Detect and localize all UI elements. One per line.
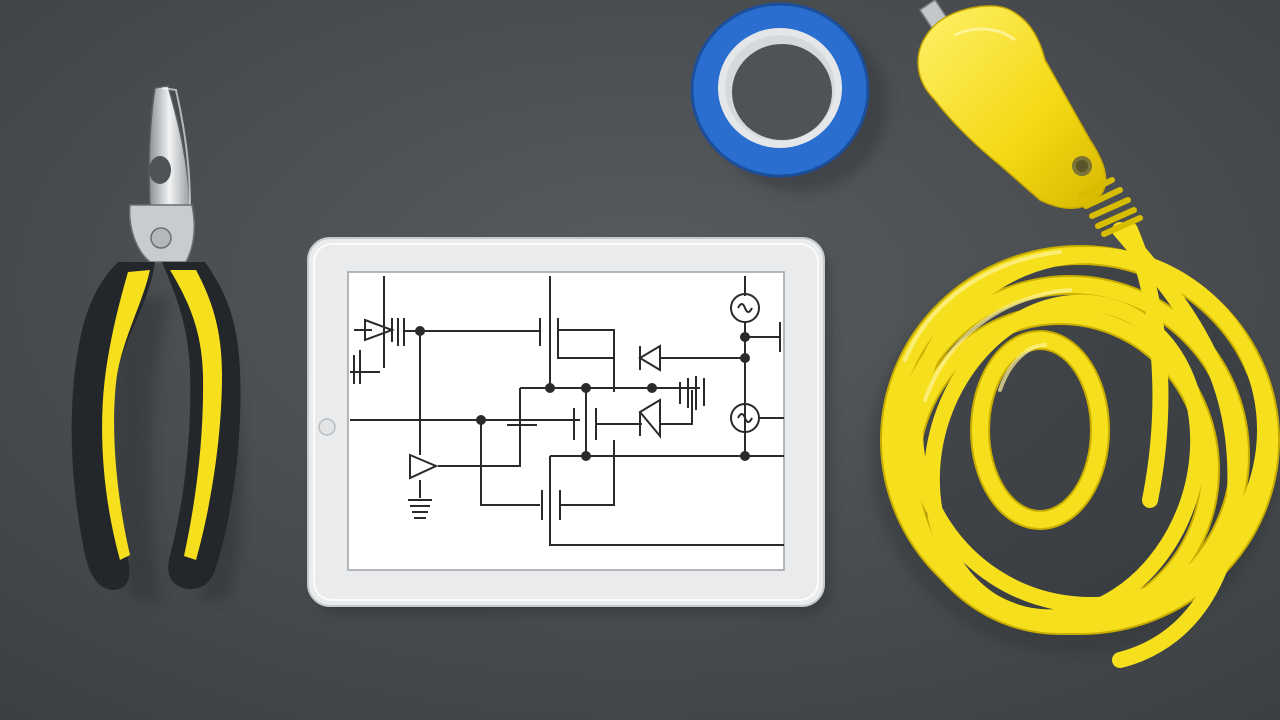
circuit-schematic (350, 276, 784, 546)
power-plug (917, 0, 1143, 237)
electrical-tape (690, 2, 888, 192)
pliers (71, 85, 243, 603)
tablet-home-button (318, 418, 336, 436)
tablet (307, 237, 830, 614)
pliers-left-handle (71, 262, 155, 590)
pliers-right-handle (162, 262, 241, 590)
pliers-jaws (128, 85, 195, 263)
extension-cord (870, 0, 1280, 668)
